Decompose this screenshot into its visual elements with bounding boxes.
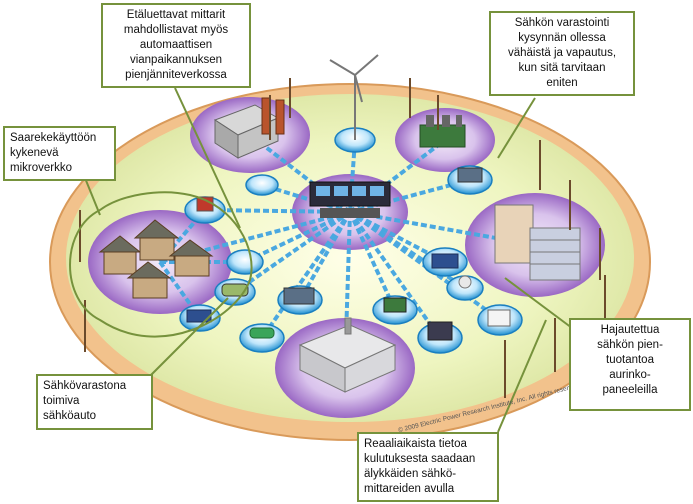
callout-meters: Etäluettavat mittarit mahdollistavat myö…	[101, 3, 251, 88]
callout-realtime-text: Reaaliaikaista tietoa kulutuksesta saada…	[364, 438, 476, 495]
node-meter-small	[245, 174, 279, 196]
callout-storage-text: Sähkön varastointi kysynnän ollessa vähä…	[507, 17, 617, 89]
houses-icon	[98, 219, 214, 299]
wind-turbine-icon	[329, 54, 379, 140]
solar-panel-small-icon	[186, 309, 212, 323]
industrial-plant-icon	[298, 317, 397, 393]
callout-solar-text: Hajautettua sähkön pien- tuotantoa aurin…	[597, 324, 663, 396]
substation-icon	[419, 115, 466, 148]
callout-meters-text: Etäluettavat mittarit mahdollistavat myö…	[123, 9, 229, 81]
power-plant-icon	[213, 97, 285, 159]
callout-solar: Hajautettua sähkön pien- tuotantoa aurin…	[569, 318, 691, 411]
node-meter-left	[226, 249, 264, 275]
callout-realtime: Reaaliaikaista tietoa kulutuksesta saada…	[357, 432, 499, 502]
callout-microgrid: Saarekekäyttöön kykenevä mikroverkko	[3, 126, 116, 181]
pipe-icon	[249, 327, 275, 339]
control-center-icon	[309, 181, 391, 218]
insulator-icon	[458, 275, 472, 289]
battery-top-icon	[457, 167, 483, 183]
solar-panel-icon	[431, 253, 459, 269]
car-icon	[221, 283, 249, 297]
callout-ev: Sähkövarastona toimiva sähköauto	[36, 374, 153, 430]
callout-ev-text: Sähkövarastona toimiva sähköauto	[43, 380, 127, 422]
callout-microgrid-text: Saarekekäyttöön kykenevä mikroverkko	[10, 132, 97, 174]
generator-icon	[383, 297, 407, 313]
switchgear-icon	[427, 321, 453, 341]
thermostat-icon	[487, 309, 511, 327]
callout-storage: Sähkön varastointi kysynnän ollessa vähä…	[489, 11, 635, 96]
callout-leaders	[69, 87, 573, 433]
battery-icon	[283, 287, 315, 305]
commercial-buildings-icon	[494, 204, 581, 281]
